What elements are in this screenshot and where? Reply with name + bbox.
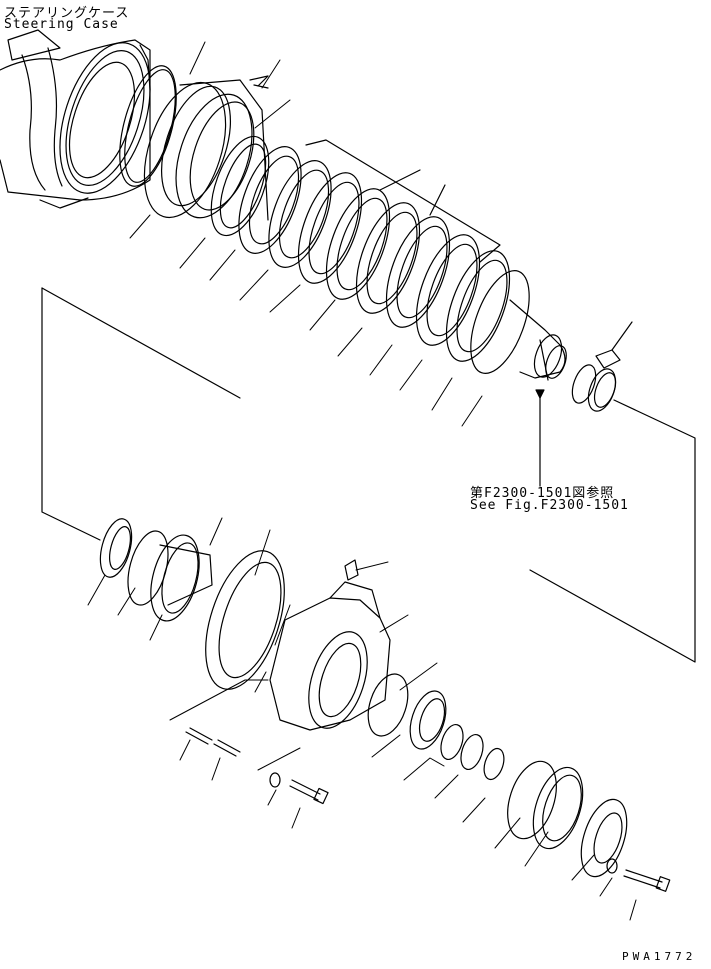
see-fig-label-en: See Fig.F2300-1501 — [470, 498, 629, 513]
steering-case-label-jp: ステアリングケース — [4, 6, 130, 21]
leader-lines-upper — [130, 42, 482, 426]
upper-housing — [109, 60, 268, 228]
lower-housing — [270, 560, 390, 736]
snap-rings-upper — [568, 362, 621, 415]
lower-seal-and-piston — [95, 515, 212, 626]
steering-case — [0, 30, 167, 208]
bolts-and-springs — [186, 728, 670, 891]
drawing-code: PWA1772 — [622, 950, 697, 963]
leader-lines-lower — [88, 518, 636, 920]
steering-case-label-en: Steering Case — [4, 17, 119, 32]
bearing-and-rings — [361, 669, 508, 782]
output-hub — [510, 300, 570, 381]
assembly-reference-lines — [42, 140, 695, 662]
lower-plate — [190, 541, 299, 699]
end-cover — [499, 755, 636, 882]
clutch-plate-stack — [200, 129, 541, 381]
see-fig-label-jp: 第F2300-1501図参照 — [470, 486, 615, 501]
